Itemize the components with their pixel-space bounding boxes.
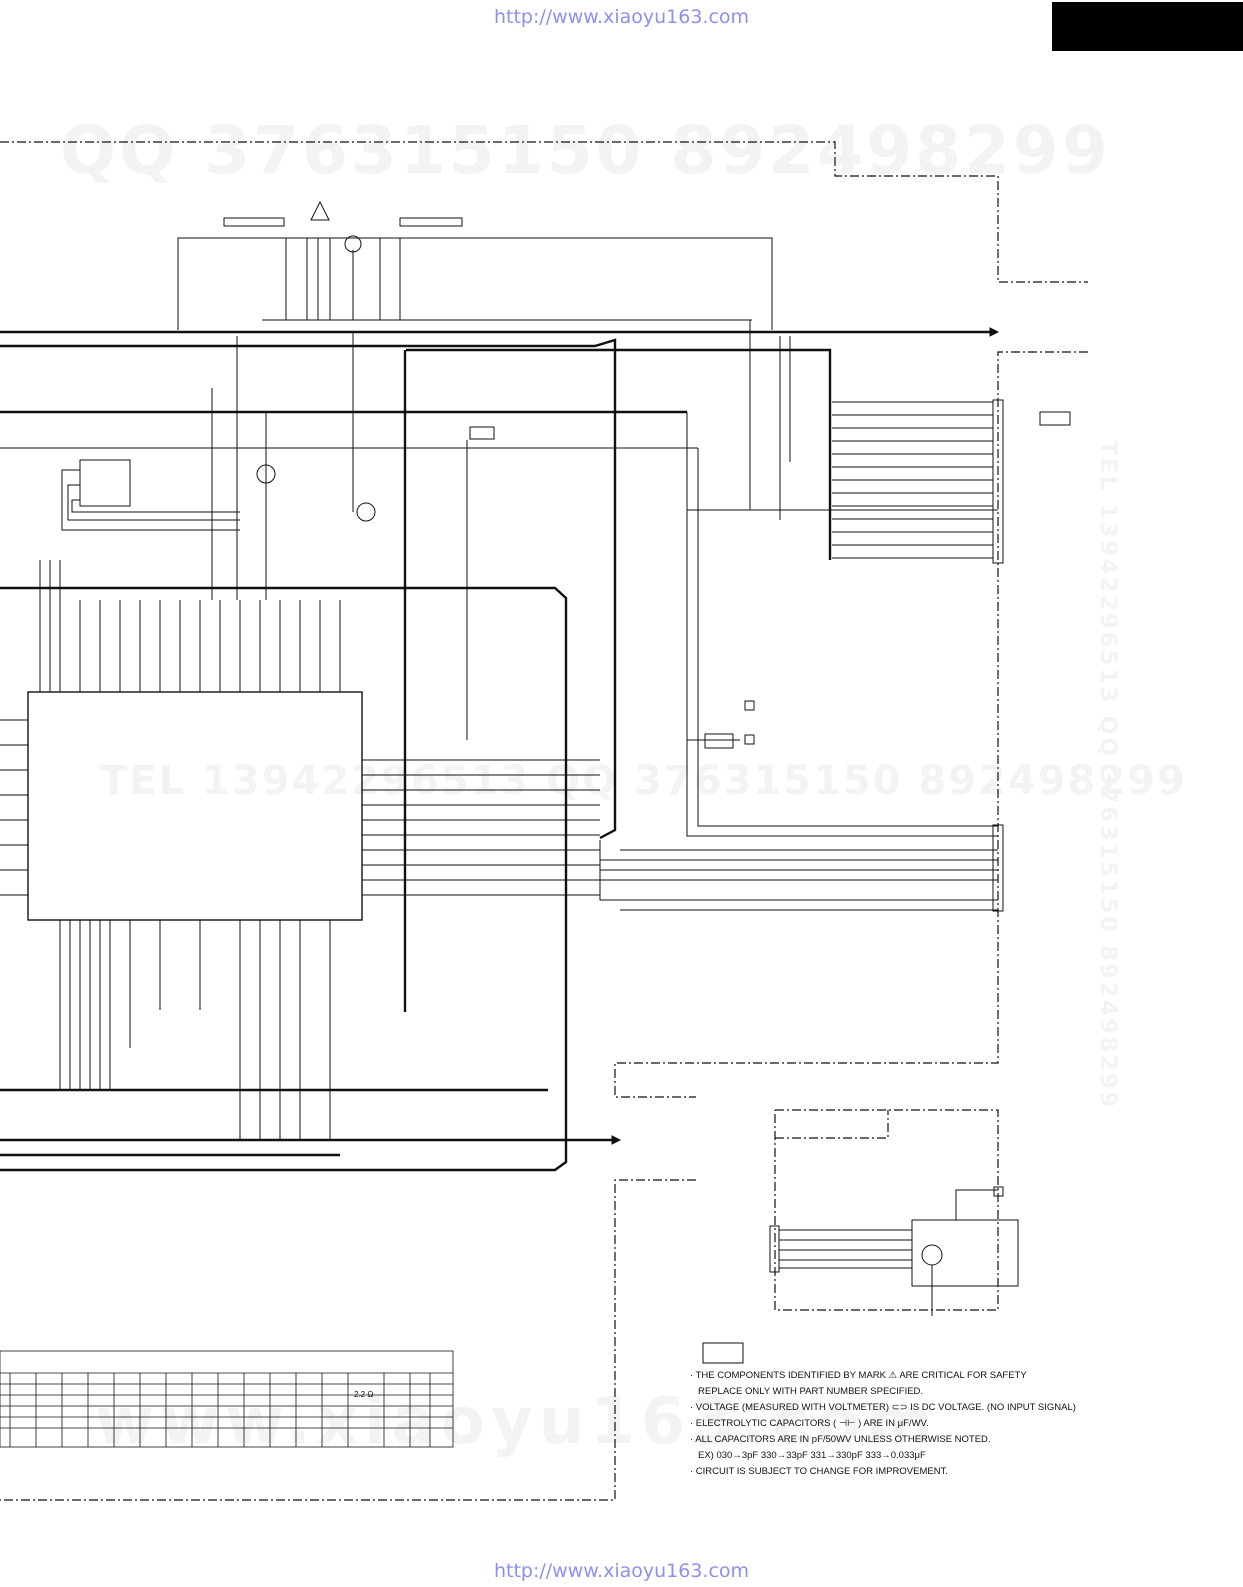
note-replace: REPLACE ONLY WITH PART NUMBER SPECIFIED. [698,1386,924,1397]
sub-ic [79,459,131,507]
test-point [744,700,755,711]
board-boundary [0,141,1088,1501]
power-supply-section [177,217,773,330]
ic-pins-top [39,560,341,692]
warning-triangle-icon [310,200,330,221]
connector-middle [992,824,1004,912]
thick-bus [0,330,990,1172]
table-value-cell: 2.2 Ω [354,1390,374,1399]
voltage-tag-icon: ⊂⊃ [891,1402,908,1413]
url-top[interactable]: http://www.xiaoyu163.com [493,6,750,28]
warning-triangle-icon: ⚠ [888,1370,898,1381]
resistor-table [0,1350,454,1448]
note-safety: · THE COMPONENTS IDENTIFIED BY MARK ⚠ AR… [690,1370,1027,1381]
arrow-icon [989,327,1000,337]
url-bottom[interactable]: http://www.xiaoyu163.com [493,1560,750,1582]
test-point [744,734,755,745]
transistor [356,502,376,522]
watermark-tel: TEL 13942296513 QQ 376315150 892498299 [100,758,1187,804]
ic-pins-left [0,719,28,896]
note-example: EX) 030→3pF 330→33pF 331→330pF 333→0.033… [698,1450,926,1461]
schematic-notes: · THE COMPONENTS IDENTIFIED BY MARK ⚠ AR… [690,1368,1076,1480]
connector-upper [832,399,1071,564]
note-voltage: · VOLTAGE (MEASURED WITH VOLTMETER) ⊂⊃ I… [690,1402,1076,1413]
main-ic [27,691,363,921]
legend-box [702,1342,744,1364]
ic-pins-bottom [59,920,331,1140]
watermark-qq: QQ 376315150 892498299 [60,112,1111,189]
note-electrolytic: · ELECTROLYTIC CAPACITORS ( ⊣⊢ ) ARE IN … [690,1418,929,1429]
ic-pins-right [362,759,600,896]
sub-board-circuit [769,1186,1019,1316]
corner-block [1052,2,1243,51]
note-capacitors: · ALL CAPACITORS ARE IN pF/50WV UNLESS O… [690,1434,991,1445]
arrow-icon [611,1135,622,1145]
note-change: · CIRCUIT IS SUBJECT TO CHANGE FOR IMPRO… [690,1466,948,1477]
electrolytic-capacitor-icon: ⊣⊢ [836,1418,859,1429]
